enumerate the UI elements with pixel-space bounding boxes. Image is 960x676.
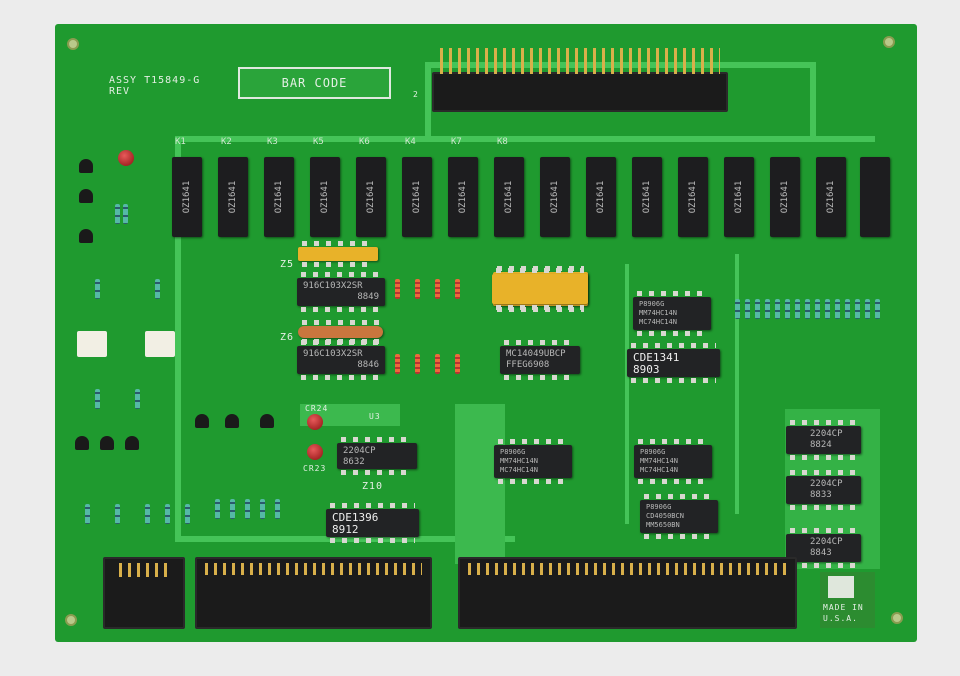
relay: OZ1641 (724, 157, 754, 237)
ribbon-connector-medium (195, 557, 432, 629)
ribbon-connector-large (458, 557, 797, 629)
revision-label: REV (109, 86, 131, 97)
refdes-u3: U3 (369, 412, 381, 421)
relay: OZ1641 (770, 157, 800, 237)
refdes-z10: Z10 (362, 481, 384, 492)
relay-label: K2 (221, 137, 232, 147)
relay: OZ1641 (632, 157, 662, 237)
led-cr24 (307, 414, 323, 430)
relay-label: K7 (451, 137, 462, 147)
transistor (79, 189, 93, 203)
transistor (100, 436, 114, 450)
relay: OZ1641 (356, 157, 386, 237)
assembly-label: ASSY T15849-G REV (109, 75, 200, 97)
relay-label: K1 (175, 137, 186, 147)
transistor (75, 436, 89, 450)
transistor (225, 414, 239, 428)
pin-label: 2 (413, 90, 419, 99)
transistor (260, 414, 274, 428)
relay: OZ1641 (586, 157, 616, 237)
relay-label: K4 (405, 137, 416, 147)
relay-label: K3 (267, 137, 278, 147)
transistor (79, 229, 93, 243)
relay: OZ1641 (678, 157, 708, 237)
relay: OZ1641 (494, 157, 524, 237)
led (118, 150, 134, 166)
refdes-z5: Z5 (280, 259, 295, 270)
relay-label: K8 (497, 137, 508, 147)
relay-label: K5 (313, 137, 324, 147)
relay: OZ1641 (448, 157, 478, 237)
top-header-connector (432, 48, 728, 112)
relay (860, 157, 890, 237)
relay: OZ1641 (218, 157, 248, 237)
manufacturer-logo (828, 576, 854, 598)
ribbon-connector-small (103, 557, 185, 629)
relay: OZ1641 (264, 157, 294, 237)
circuit-board: ASSY T15849-G REV BAR CODE 2 K1 K2 K3 K5… (55, 24, 917, 642)
led-cr23 (307, 444, 323, 460)
optocoupler (145, 331, 175, 357)
relay: OZ1641 (402, 157, 432, 237)
made-in-usa-mark: MADE IN U.S.A. (820, 572, 875, 628)
made-in-text: MADE IN (823, 603, 864, 612)
refdes-z6: Z6 (280, 332, 295, 343)
relay: OZ1641 (310, 157, 340, 237)
assembly-number: ASSY T15849-G (109, 75, 201, 86)
refdes-cr24: CR24 (305, 404, 329, 413)
optocoupler (77, 331, 107, 357)
relay-label: K6 (359, 137, 370, 147)
ic-resistor-pack (492, 268, 588, 310)
transistor (125, 436, 139, 450)
transistor (195, 414, 209, 428)
barcode-label: BAR CODE (281, 76, 348, 90)
resistor-network (298, 320, 383, 344)
relay: OZ1641 (172, 157, 202, 237)
country-text: U.S.A. (823, 614, 858, 623)
refdes-cr23: CR23 (303, 464, 327, 473)
barcode-box: BAR CODE (238, 67, 391, 99)
relay: OZ1641 (816, 157, 846, 237)
relay: OZ1641 (540, 157, 570, 237)
resistor-network (298, 241, 378, 267)
transistor (79, 159, 93, 173)
